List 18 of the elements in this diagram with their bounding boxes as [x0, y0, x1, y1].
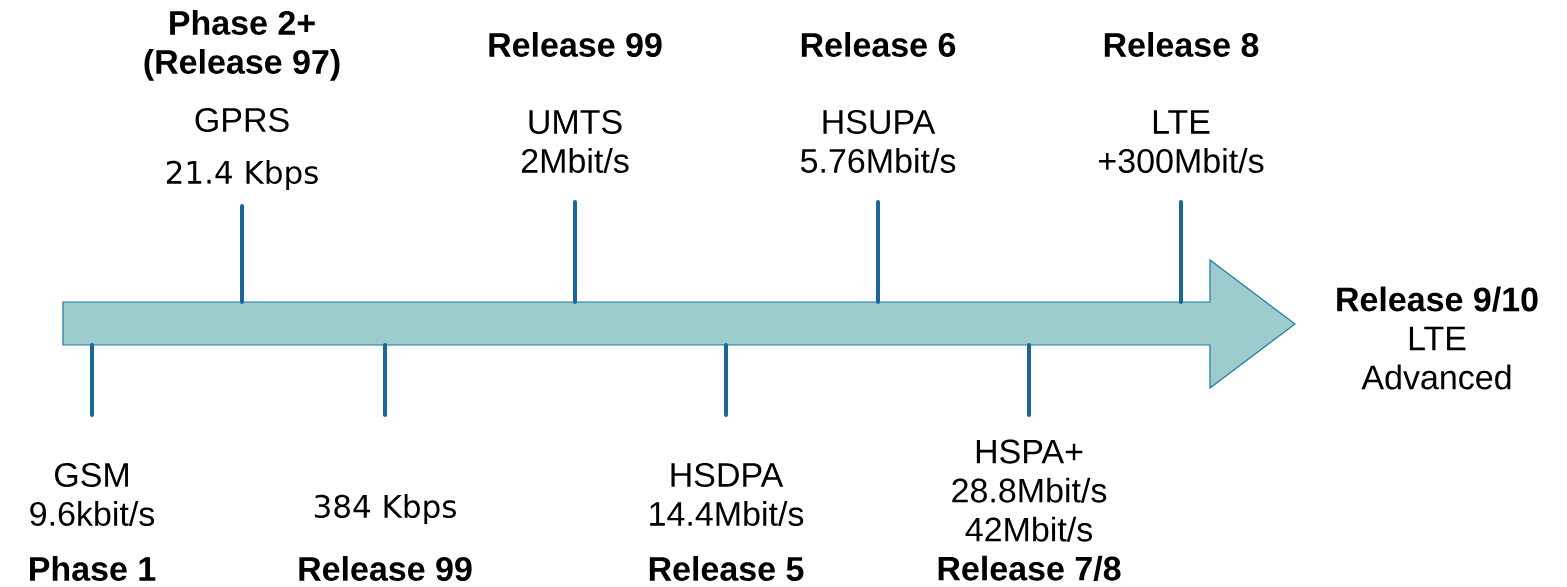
tick-line — [240, 204, 244, 304]
milestone-label: 384 Kbps Release 99 — [299, 494, 472, 581]
milestone-label: Phase 2+ (Release 97) GPRS 21.4 Kbps — [144, 10, 340, 191]
tick-line — [573, 200, 577, 304]
tick-line — [1179, 200, 1183, 304]
tick-line — [876, 200, 880, 304]
tick-line — [383, 343, 387, 417]
milestone-label: Release 8 LTE +300Mbit/s — [1099, 32, 1264, 173]
tick-line — [1027, 343, 1031, 417]
milestone-label: Release 9/10 LTE Advanced — [1337, 286, 1538, 390]
milestone-label: Release 6 HSUPA 5.76Mbit/s — [800, 32, 956, 173]
timeline-arrow — [62, 258, 1296, 390]
milestone-label: HSDPA 14.4Mbit/s Release 5 — [649, 462, 804, 581]
tick-line — [90, 343, 94, 417]
milestone-label: GSM 9.6kbit/s Phase 1 — [30, 462, 156, 581]
milestone-label: Release 99 UMTS 2Mbit/s — [489, 32, 662, 173]
milestone-label: HSPA+ 28.8Mbit/s 42Mbit/s Release 7/8 — [938, 439, 1121, 581]
tick-line — [724, 343, 728, 417]
